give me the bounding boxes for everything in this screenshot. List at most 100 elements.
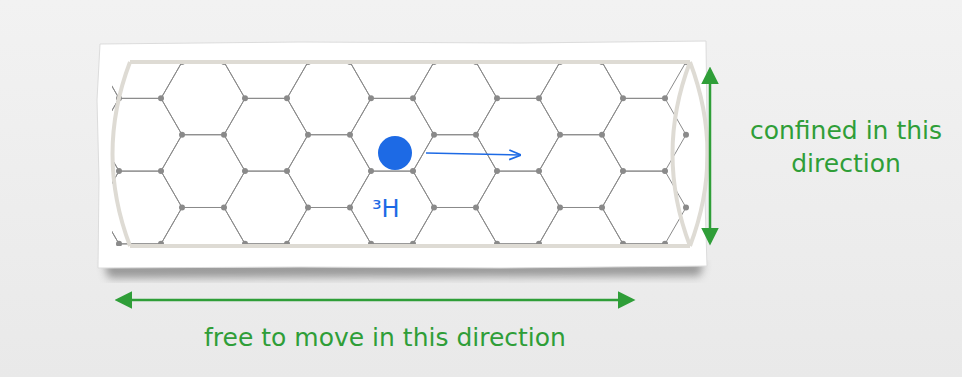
- bond: [602, 62, 623, 98]
- bond: [161, 135, 182, 171]
- bond: [539, 98, 560, 134]
- bond: [308, 207, 350, 208]
- bond: [161, 207, 182, 243]
- bond: [224, 171, 245, 207]
- bond: [623, 171, 665, 172]
- atom-dot: [431, 132, 437, 138]
- bond: [476, 98, 497, 134]
- atom-dot: [305, 204, 311, 210]
- bond: [245, 98, 287, 99]
- bond: [413, 98, 434, 134]
- bond: [560, 134, 602, 135]
- bond: [476, 207, 497, 243]
- bond: [602, 98, 623, 134]
- atom-dot: [347, 204, 353, 210]
- bond: [476, 62, 497, 98]
- atom-dot: [368, 95, 374, 101]
- bond: [224, 62, 245, 98]
- bond: [434, 134, 476, 135]
- bond: [476, 171, 497, 207]
- bond: [308, 134, 350, 135]
- tube-edge: [130, 60, 690, 64]
- atom-dot: [431, 204, 437, 210]
- bond: [287, 207, 308, 243]
- bond: [413, 207, 434, 243]
- bond: [245, 171, 287, 172]
- bond: [350, 207, 371, 243]
- atom-dot: [410, 95, 416, 101]
- bond: [476, 98, 497, 134]
- atom-dot: [620, 168, 626, 174]
- bond: [476, 62, 497, 98]
- bond: [602, 171, 623, 207]
- bond: [413, 62, 434, 98]
- bond: [112, 62, 119, 63]
- bond: [476, 135, 497, 171]
- atom-dot: [662, 95, 668, 101]
- bond: [161, 98, 182, 134]
- bond: [413, 171, 434, 207]
- tube-end: [673, 62, 691, 246]
- bond: [497, 171, 539, 172]
- bond: [287, 135, 308, 171]
- bond: [413, 98, 434, 134]
- atom-dot: [662, 168, 668, 174]
- bond: [350, 135, 371, 171]
- bond: [539, 207, 560, 243]
- bond: [476, 171, 497, 207]
- atom-dot: [494, 95, 500, 101]
- bond: [224, 98, 245, 134]
- direction-note: free to move in this direction: [140, 322, 630, 355]
- isotope-label: ³H: [372, 194, 432, 225]
- bond: [287, 171, 308, 207]
- bond: [112, 62, 119, 98]
- bond: [602, 207, 623, 243]
- bond: [287, 207, 308, 243]
- bond: [602, 98, 623, 134]
- bond: [623, 98, 665, 99]
- bond: [539, 135, 560, 171]
- bond: [539, 135, 560, 171]
- atom-dot: [683, 204, 689, 210]
- bond: [119, 98, 161, 99]
- bond: [224, 207, 245, 243]
- bond: [539, 171, 560, 207]
- bond: [602, 135, 623, 171]
- tube-end: [113, 62, 131, 246]
- bond: [245, 171, 287, 172]
- atom-dot: [683, 132, 689, 138]
- bond: [434, 207, 476, 208]
- bond: [434, 207, 476, 208]
- free-arrow: [118, 299, 632, 302]
- bond: [287, 135, 308, 171]
- bond: [350, 171, 371, 207]
- atom-dot: [284, 168, 290, 174]
- bond: [350, 62, 371, 98]
- bond: [539, 171, 560, 207]
- bond: [112, 62, 119, 63]
- atom-dot: [599, 204, 605, 210]
- bond: [119, 171, 161, 172]
- bond: [602, 171, 623, 207]
- carbon-lattice: [112, 62, 689, 246]
- bond: [182, 207, 224, 208]
- bond: [119, 98, 161, 99]
- bond: [350, 98, 371, 134]
- bond: [224, 62, 245, 98]
- bond: [413, 207, 434, 243]
- atom-dot: [221, 132, 227, 138]
- bond: [224, 135, 245, 171]
- atom-dot: [284, 95, 290, 101]
- bond: [602, 135, 623, 171]
- atom-dot: [158, 95, 164, 101]
- bond: [182, 134, 224, 135]
- direction-note: confined in this direction: [735, 115, 957, 180]
- atom-dot: [347, 132, 353, 138]
- atom-dot: [410, 168, 416, 174]
- bond: [371, 98, 413, 99]
- atom-dot: [116, 168, 122, 174]
- bond: [371, 171, 413, 172]
- bond: [161, 171, 182, 207]
- bond: [350, 171, 371, 207]
- bond: [224, 135, 245, 171]
